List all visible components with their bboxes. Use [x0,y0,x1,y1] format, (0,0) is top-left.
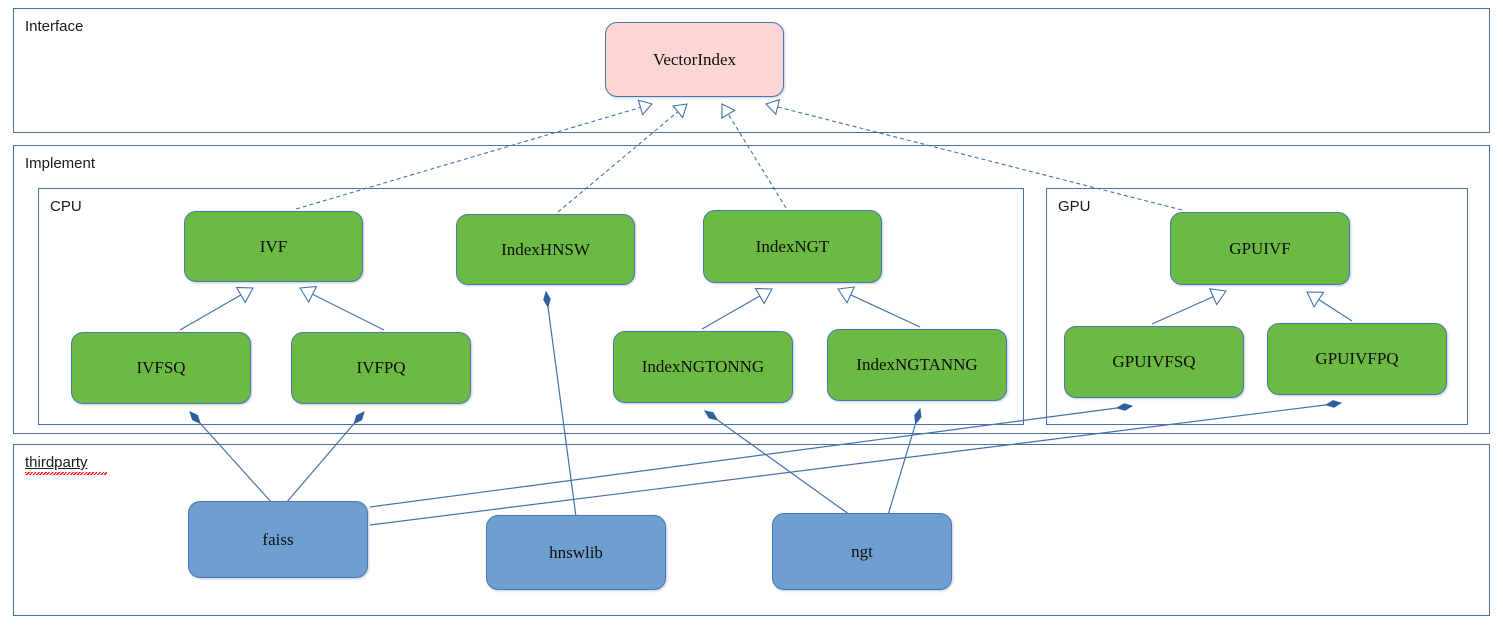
node-ngt[interactable]: ngt [772,513,952,590]
node-ivf[interactable]: IVF [184,211,363,282]
panel-label-thirdparty: thirdparty [25,454,88,471]
node-label-indexngt: IndexNGT [755,236,830,256]
panel-label-gpu: GPU [1058,198,1091,215]
node-gpuivf[interactable]: GPUIVF [1170,212,1350,285]
node-label-ivf: IVF [259,236,288,256]
node-faiss[interactable]: faiss [188,501,368,578]
panel-label-cpu: CPU [50,198,82,215]
panel-thirdparty [13,444,1490,616]
node-ivfsq[interactable]: IVFSQ [71,332,251,404]
spellcheck-squiggle-icon [25,472,107,475]
node-label-gpuivf: GPUIVF [1229,238,1291,258]
panel-implement [13,145,1490,434]
node-vectorindex[interactable]: VectorIndex [605,22,784,97]
node-indexhnsw[interactable]: IndexHNSW [456,214,635,285]
node-indexngtanng[interactable]: IndexNGTANNG [827,329,1007,401]
node-label-ivfpq: IVFPQ [356,358,406,377]
panel-label-interface: Interface [25,18,84,35]
node-gpuivfpq[interactable]: GPUIVFPQ [1267,323,1447,395]
node-label-gpuivfpq: GPUIVFPQ [1315,349,1399,368]
panel-cpu [38,188,1024,425]
node-label-indexhnsw: IndexHNSW [501,239,590,259]
node-indexngtonng[interactable]: IndexNGTONNG [613,331,793,403]
node-label-ngt: ngt [851,541,873,561]
node-hnswlib[interactable]: hnswlib [486,515,666,590]
node-indexngt[interactable]: IndexNGT [703,210,882,283]
panel-interface [13,8,1490,133]
node-label-faiss: faiss [262,529,294,549]
node-label-gpuivfsq: GPUIVFSQ [1112,352,1196,371]
node-label-indexngtanng: IndexNGTANNG [856,355,978,374]
node-ivfpq[interactable]: IVFPQ [291,332,471,404]
panel-label-implement: Implement [25,155,96,172]
panel-gpu [1046,188,1468,425]
node-label-indexngtonng: IndexNGTONNG [641,357,765,376]
node-label-hnswlib: hnswlib [549,542,603,562]
node-gpuivfsq[interactable]: GPUIVFSQ [1064,326,1244,398]
node-label-vectorindex: VectorIndex [652,49,737,69]
node-label-ivfsq: IVFSQ [136,358,186,377]
